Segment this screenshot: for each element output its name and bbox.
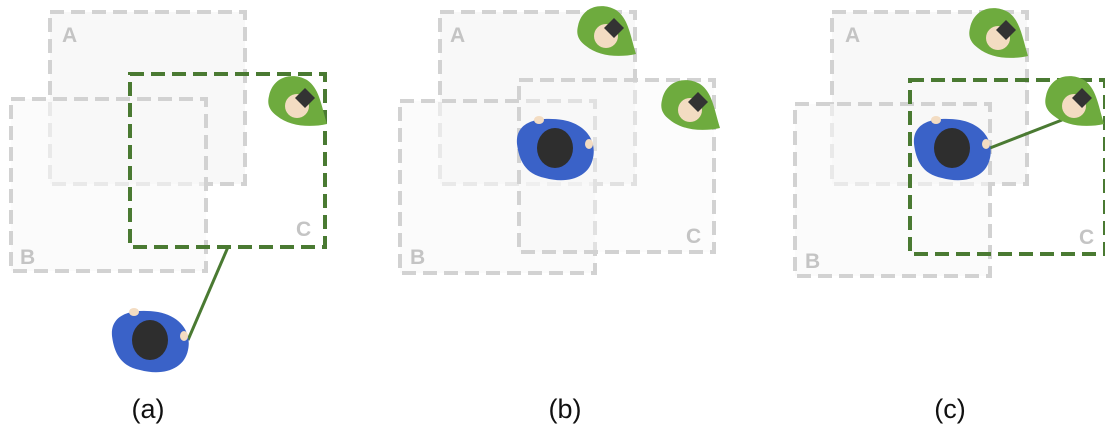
user-icon bbox=[112, 308, 189, 372]
panel-caption: (c) bbox=[934, 394, 965, 424]
observer-icon bbox=[268, 76, 327, 126]
panel-b: A B C (b) bbox=[400, 6, 720, 424]
zone-b-label: B bbox=[20, 246, 35, 269]
zone-c-label: C bbox=[686, 225, 701, 248]
panel-caption: (a) bbox=[132, 394, 165, 424]
zone-b-label: B bbox=[805, 250, 820, 273]
zone-c-label: C bbox=[296, 218, 311, 241]
zone-b-label: B bbox=[410, 246, 425, 269]
panel-a: A B C (a) bbox=[11, 12, 327, 424]
zone-c-label: C bbox=[1079, 226, 1094, 249]
zone-a-label: A bbox=[845, 24, 860, 47]
panel-c: A B C (c) bbox=[795, 8, 1105, 424]
zone-a-label: A bbox=[450, 24, 465, 47]
zone-a-label: A bbox=[62, 24, 77, 47]
observer-icon bbox=[1045, 76, 1104, 126]
panel-caption: (b) bbox=[549, 394, 582, 424]
